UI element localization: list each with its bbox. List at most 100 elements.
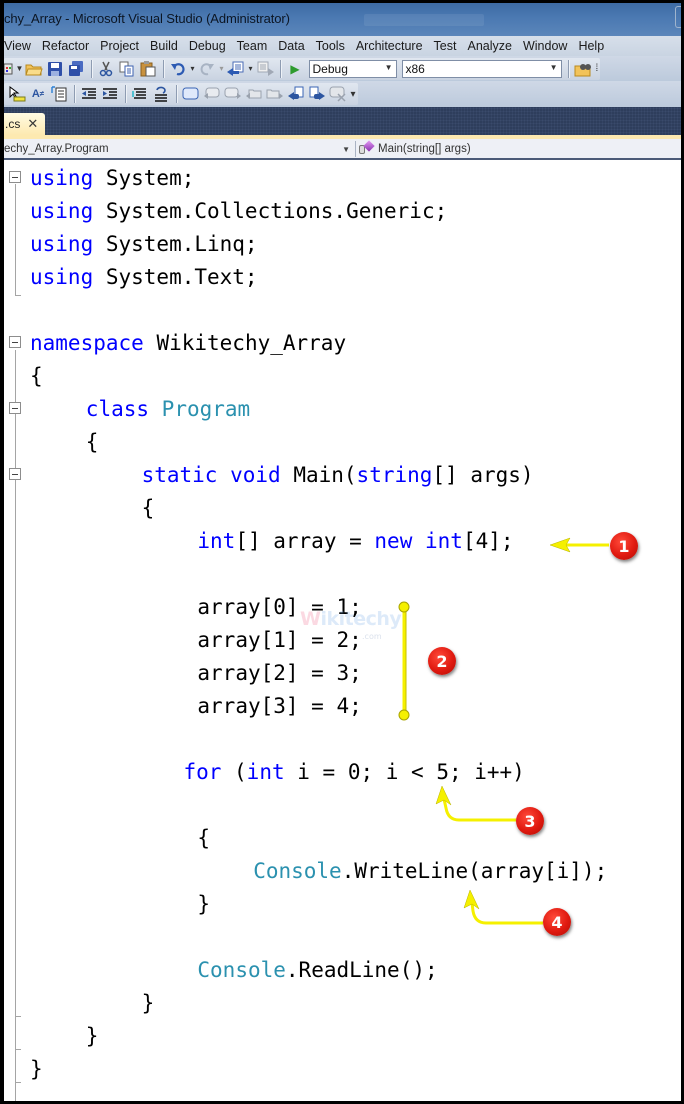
code-line[interactable]: { <box>197 822 210 855</box>
menu-project[interactable]: Project <box>100 39 140 53</box>
menu-test[interactable]: Test <box>433 39 457 53</box>
collapse-using-icon[interactable] <box>9 171 21 183</box>
toolbar-overflow-icon[interactable]: ▾ <box>350 88 356 100</box>
font-icon[interactable]: A≠ <box>31 87 45 100</box>
next-bookmark-doc-icon[interactable] <box>308 85 326 103</box>
code-line[interactable]: array[3] = 4; <box>197 690 361 723</box>
code-line[interactable]: using System.Collections.Generic; <box>30 195 447 228</box>
menu-analyze[interactable]: Analyze <box>467 39 512 53</box>
comment-icon[interactable] <box>131 85 149 103</box>
open-folder-icon[interactable] <box>25 60 43 78</box>
menu-window[interactable]: Window <box>522 39 568 53</box>
annotation-badge-3: 3 <box>516 807 544 835</box>
window-title: chy_Array - Microsoft Visual Studio (Adm… <box>4 11 290 26</box>
navigate-backward-dropdown[interactable]: ▾ <box>248 64 253 73</box>
menu-tools[interactable]: Tools <box>315 39 345 53</box>
code-line[interactable]: array[0] = 1; <box>197 591 361 624</box>
solution-configuration-select[interactable]: Debug ▼ <box>308 59 397 78</box>
menu-help[interactable]: Help <box>578 39 605 53</box>
save-icon[interactable] <box>46 60 64 78</box>
code-line[interactable]: { <box>30 360 43 393</box>
menu-view[interactable]: View <box>4 39 31 53</box>
increase-indent-icon[interactable] <box>101 85 119 103</box>
code-line[interactable]: class Program <box>86 393 250 426</box>
prev-bookmark-folder-icon[interactable] <box>245 85 263 103</box>
code-token: [4]; <box>462 529 514 553</box>
code-line[interactable]: int[] array = new int[4]; <box>197 525 513 558</box>
save-all-icon[interactable] <box>67 60 85 78</box>
tab-program-cs[interactable]: .cs ✕ <box>4 113 45 135</box>
menu-architecture[interactable]: Architecture <box>355 39 423 53</box>
navigate-forward-icon[interactable] <box>256 60 274 78</box>
menu-team[interactable]: Team <box>236 39 268 53</box>
find-in-files-icon[interactable] <box>574 60 592 78</box>
prev-bookmark-doc-icon[interactable] <box>287 85 305 103</box>
member-selector-value: Main(string[] args) <box>378 143 471 155</box>
list-members-icon[interactable] <box>50 85 68 103</box>
code-token: Wikitechy_Array <box>143 331 347 355</box>
code-line[interactable]: for (int i = 0; i < 5; i++) <box>183 756 524 789</box>
type-selector[interactable]: echy_Array.Program ▼ <box>4 141 352 157</box>
next-bookmark-folder-icon[interactable] <box>266 85 284 103</box>
code-line[interactable]: { <box>86 426 99 459</box>
decrease-indent-icon[interactable] <box>80 85 98 103</box>
code-token: [] array = <box>235 529 375 553</box>
chevron-down-icon: ▼ <box>549 62 558 72</box>
toolbar-separator <box>162 59 164 78</box>
keyword-token: void <box>230 463 281 487</box>
next-bookmark-icon[interactable] <box>224 85 242 103</box>
code-token: { <box>30 364 43 388</box>
navigate-backward-icon[interactable] <box>227 60 245 78</box>
solution-platform-select[interactable]: x86 ▼ <box>401 59 562 78</box>
close-icon[interactable]: ✕ <box>27 116 39 131</box>
code-line[interactable]: { <box>142 492 155 525</box>
menu-refactor[interactable]: Refactor <box>41 39 90 53</box>
clear-bookmarks-icon[interactable] <box>329 85 347 103</box>
chevron-down-icon: ▼ <box>384 62 393 72</box>
menu-build[interactable]: Build <box>150 39 178 53</box>
paste-icon[interactable] <box>139 60 157 78</box>
code-line[interactable]: namespace Wikitechy_Array <box>30 327 346 360</box>
uncomment-icon[interactable] <box>152 85 170 103</box>
toolbar-separator <box>90 59 92 78</box>
toggle-bookmark-icon[interactable] <box>182 85 200 103</box>
member-selector[interactable]: Main(string[] args) <box>355 140 681 157</box>
code-line[interactable]: } <box>142 987 155 1020</box>
new-project-icon[interactable] <box>4 60 14 78</box>
new-project-dropdown[interactable]: ▼ <box>15 64 24 73</box>
type-selector-value: echy_Array.Program <box>4 143 109 155</box>
code-line[interactable]: } <box>197 888 210 921</box>
code-line[interactable]: } <box>86 1020 99 1053</box>
code-editor[interactable]: using System;using System.Collections.Ge… <box>4 162 681 1101</box>
redo-dropdown[interactable]: ▾ <box>219 64 224 73</box>
cut-icon[interactable] <box>97 60 115 78</box>
code-line[interactable]: Console.WriteLine(array[i]); <box>253 855 607 888</box>
collapse-namespace-icon[interactable] <box>9 336 21 348</box>
window-controls[interactable] <box>675 6 681 28</box>
undo-icon[interactable] <box>169 60 187 78</box>
redo-icon[interactable] <box>198 60 216 78</box>
code-line[interactable]: using System; <box>30 162 194 195</box>
start-debugging-icon[interactable]: ▶ <box>290 61 300 76</box>
code-line[interactable]: Console.ReadLine(); <box>197 954 437 987</box>
code-line[interactable]: using System.Text; <box>30 261 258 294</box>
menu-data[interactable]: Data <box>278 39 305 53</box>
code-line[interactable]: array[1] = 2; <box>197 624 361 657</box>
collapse-method-icon[interactable] <box>9 468 21 480</box>
copy-icon[interactable] <box>118 60 136 78</box>
undo-dropdown[interactable]: ▾ <box>190 64 195 73</box>
prev-bookmark-icon[interactable] <box>203 85 221 103</box>
menu-debug[interactable]: Debug <box>188 39 226 53</box>
code-token: System.Linq; <box>93 232 258 256</box>
collapse-class-icon[interactable] <box>9 402 21 414</box>
code-line[interactable]: } <box>30 1053 43 1086</box>
code-line[interactable]: using System.Linq; <box>30 228 258 261</box>
select-icon[interactable] <box>8 85 26 103</box>
keyword-token: string <box>356 463 433 487</box>
code-line[interactable]: static void Main(string[] args) <box>142 459 534 492</box>
annotation-arrows <box>398 537 609 925</box>
keyword-token: namespace <box>30 331 144 355</box>
toolbar-overflow-icon[interactable]: ⁞ <box>595 63 599 74</box>
code-line[interactable]: array[2] = 3; <box>197 657 361 690</box>
